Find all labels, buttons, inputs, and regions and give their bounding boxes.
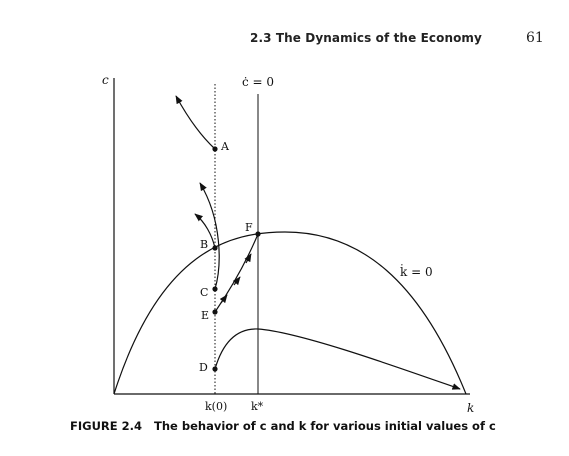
- caption-label: FIGURE 2.4: [70, 419, 142, 433]
- saddle-path: [214, 233, 259, 313]
- kdot-zero-curve: [113, 231, 467, 395]
- kdot-zero-label: k̇ = 0: [400, 262, 433, 279]
- saddle-arrow-1: [219, 294, 228, 304]
- trajectory-d: [214, 328, 461, 390]
- kstar-tick-label: k*: [251, 400, 264, 413]
- point-c: [212, 286, 218, 292]
- caption-text: The behavior of c and k for various init…: [154, 419, 496, 433]
- label-b: B: [200, 238, 208, 251]
- saddle-arrow-3: [244, 253, 252, 264]
- point-f: [212, 309, 218, 315]
- k-axis-label: k: [467, 401, 474, 415]
- trajectory-a: [175, 95, 216, 150]
- c-axis-label: c: [102, 73, 109, 87]
- point-b: [212, 245, 218, 251]
- label-d: D: [199, 361, 208, 374]
- label-c: C: [200, 286, 208, 299]
- running-header-section: 2.3 The Dynamics of the Economy: [250, 31, 482, 45]
- point-e: [255, 231, 261, 237]
- cdot-zero-label: ċ = 0: [242, 75, 274, 89]
- label-a: A: [220, 140, 230, 153]
- figure-caption: FIGURE 2.4 The behavior of c and k for v…: [70, 419, 496, 433]
- point-d: [212, 366, 218, 372]
- trajectory-b: [194, 213, 216, 249]
- trajectory-c: [199, 182, 220, 290]
- k0-tick-label: k(0): [205, 400, 227, 413]
- page-number: 61: [526, 30, 544, 46]
- point-a: [212, 146, 218, 152]
- label-e: F: [245, 221, 253, 234]
- saddle-arrow-2: [232, 276, 241, 286]
- label-f: E: [201, 309, 209, 322]
